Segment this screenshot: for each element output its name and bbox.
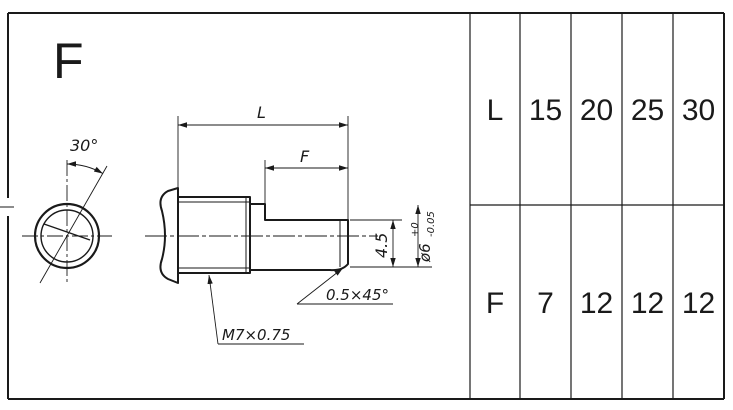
tolerance-upper: +0 [410,222,421,237]
table-cell-l-3: 25 [631,94,664,127]
tolerance-lower: -0.05 [426,211,437,237]
variant-letter: F [53,33,84,89]
feature-dimension [264,160,348,204]
table-row-label-l: L [487,94,504,127]
angle-label: 30° [70,136,98,155]
thread-label: M7×0.75 [222,326,290,344]
table-cell-f-1: 7 [537,287,554,320]
thread-section [177,196,251,274]
dimension-table-grid [469,13,724,399]
flat-dimension [350,205,432,268]
length-label: L [257,103,266,122]
table-cell-f-2: 12 [580,287,613,320]
thread-leader [207,274,304,345]
dimension-table: L 15 20 25 30 F 7 12 12 12 [486,94,715,320]
angle-dimension-arc [66,161,104,174]
table-cell-l-4: 30 [682,94,715,127]
chamfer-leader [296,267,393,305]
length-dimension [177,116,349,222]
table-cell-f-4: 12 [682,287,715,320]
diameter-label: ø6 [416,243,434,263]
table-cell-l-1: 15 [529,94,562,127]
shank [250,203,349,272]
pin-side-view [145,187,378,284]
table-cell-l-2: 20 [580,94,613,127]
table-row-label-f: F [486,287,504,320]
end-view-angle-ray [39,165,108,284]
feature-label: F [300,147,310,166]
table-cell-f-3: 12 [631,287,664,320]
flat-dim-label: 4.5 [372,233,391,258]
drawing-frame [0,12,725,400]
pin-head [159,187,179,284]
end-view [22,160,112,284]
chamfer-label: 0.5×45° [326,286,389,304]
